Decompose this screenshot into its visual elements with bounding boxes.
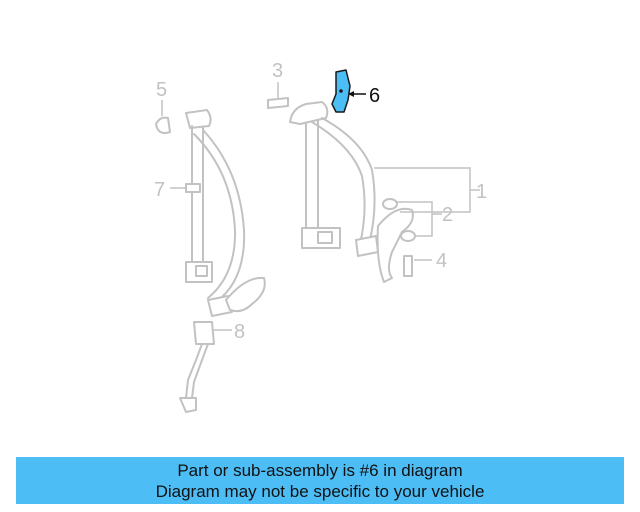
callout-6[interactable]: 6	[369, 85, 380, 107]
info-banner: Part or sub-assembly is #6 in diagram Di…	[16, 457, 624, 504]
banner-line-2: Diagram may not be specific to your vehi…	[155, 481, 485, 501]
parts-diagram: 1 2 3 4 5 6 7 8	[154, 60, 487, 413]
callout-3[interactable]: 3	[272, 60, 283, 82]
callout-7[interactable]: 7	[154, 179, 165, 201]
callout-4[interactable]: 4	[436, 250, 447, 272]
callout-labels: 1 2 3 4 5 6 7 8	[154, 60, 487, 343]
callout-2[interactable]: 2	[442, 204, 453, 226]
callout-leaders	[161, 82, 480, 331]
right-seat-belt-assembly	[267, 97, 416, 283]
callout-1[interactable]: 1	[476, 181, 487, 203]
callout-5[interactable]: 5	[156, 79, 167, 101]
part-6-bracket[interactable]	[331, 69, 351, 113]
callout-8[interactable]: 8	[234, 321, 245, 343]
left-seat-belt-assembly	[155, 109, 266, 413]
banner-line-1: Part or sub-assembly is #6 in diagram	[177, 460, 463, 480]
